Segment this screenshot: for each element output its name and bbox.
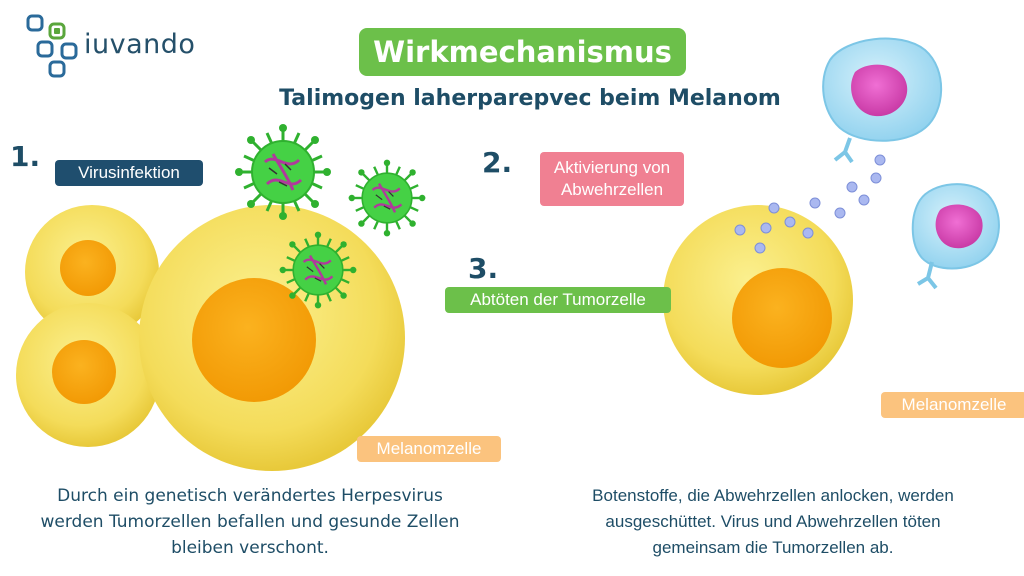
virus-icon — [278, 230, 358, 310]
label-tumor-kill: Abtöten der Tumorzelle — [445, 287, 671, 313]
label-virus-infection: Virusinfektion — [55, 160, 203, 186]
melanoma-cell-right — [663, 205, 853, 395]
caption-left-line1: Durch ein genetisch verändertes Herpesvi… — [57, 486, 443, 506]
immune-cell-top — [822, 37, 943, 164]
caption-left: Durch ein genetisch verändertes Herpesvi… — [15, 483, 485, 561]
virus-icon — [233, 122, 333, 222]
logo — [22, 12, 207, 82]
caption-right: Botenstoffe, die Abwehrzellen anlocken, … — [548, 483, 998, 561]
label-immune-activation: Aktivierung von Abwehrzellen — [540, 152, 684, 206]
label-melanoma-cell-left: Melanomzelle — [357, 436, 501, 462]
label-melanoma-cell-right: Melanomzelle — [881, 392, 1024, 418]
immune-cell-bottom — [911, 183, 1000, 290]
small-cell-bottom — [16, 303, 160, 447]
step-number-1: 1. — [10, 140, 41, 173]
label-immune-activation-line1: Aktivierung von — [553, 158, 671, 177]
caption-right-line2: ausgeschüttet. Virus und Abwehrzellen tö… — [605, 512, 941, 531]
page-title: Wirkmechanismus — [359, 28, 686, 76]
small-cell-top — [25, 205, 159, 339]
caption-right-line1: Botenstoffe, die Abwehrzellen anlocken, … — [592, 486, 954, 505]
step-number-3: 3. — [468, 252, 499, 285]
melanoma-cell-left — [139, 205, 405, 471]
caption-left-line3: bleiben verschont. — [171, 538, 329, 558]
cytokine-dots — [734, 154, 886, 254]
label-immune-activation-line2: Abwehrzellen — [560, 180, 664, 199]
virus-icon — [347, 158, 427, 238]
caption-left-line2: werden Tumorzellen befallen und gesunde … — [40, 512, 460, 532]
caption-right-line3: gemeinsam die Tumorzellen ab. — [652, 538, 894, 557]
step-number-2: 2. — [482, 146, 513, 179]
logo-text: iuvando — [84, 29, 196, 60]
logo-squares-icon — [26, 14, 78, 78]
page-subtitle: Talimogen laherparepvec beim Melanom — [279, 86, 781, 111]
